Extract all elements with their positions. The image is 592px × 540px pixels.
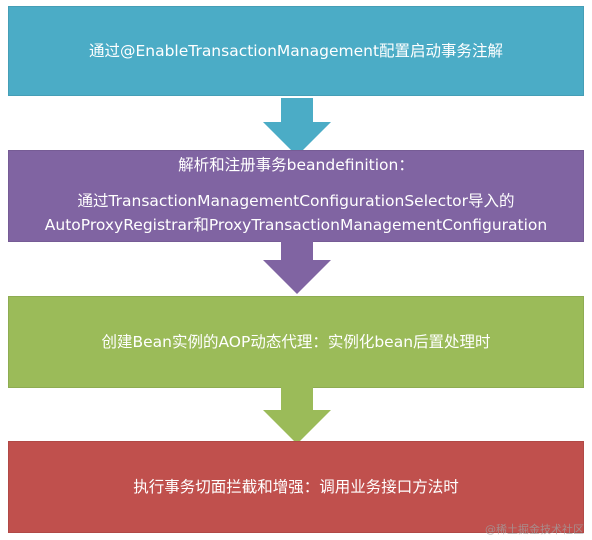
step-1-box: 通过@EnableTransactionManagement配置启动事务注解 [8, 6, 584, 96]
step-2-text-line-1: 通过TransactionManagementConfigurationSele… [77, 192, 515, 210]
down-arrow-icon [263, 98, 331, 156]
step-2-title: 解析和注册事务beandefinition： [178, 156, 414, 174]
step-3-box: 创建Bean实例的AOP动态代理：实例化bean后置处理时 [8, 296, 584, 388]
down-arrow-icon [263, 236, 331, 294]
watermark: @稀土掘金技术社区 [485, 523, 584, 536]
step-4-text: 执行事务切面拦截和增强：调用业务接口方法时 [133, 478, 459, 496]
step-2-text-line-2: AutoProxyRegistrar和ProxyTransactionManag… [44, 216, 548, 234]
step-1-text: 通过@EnableTransactionManagement配置启动事务注解 [88, 42, 504, 60]
step-4-box: 执行事务切面拦截和增强：调用业务接口方法时 [8, 441, 584, 533]
down-arrow-icon [263, 386, 331, 444]
step-2-box: 解析和注册事务beandefinition： 通过TransactionMana… [8, 150, 584, 242]
step-3-text: 创建Bean实例的AOP动态代理：实例化bean后置处理时 [101, 333, 491, 351]
